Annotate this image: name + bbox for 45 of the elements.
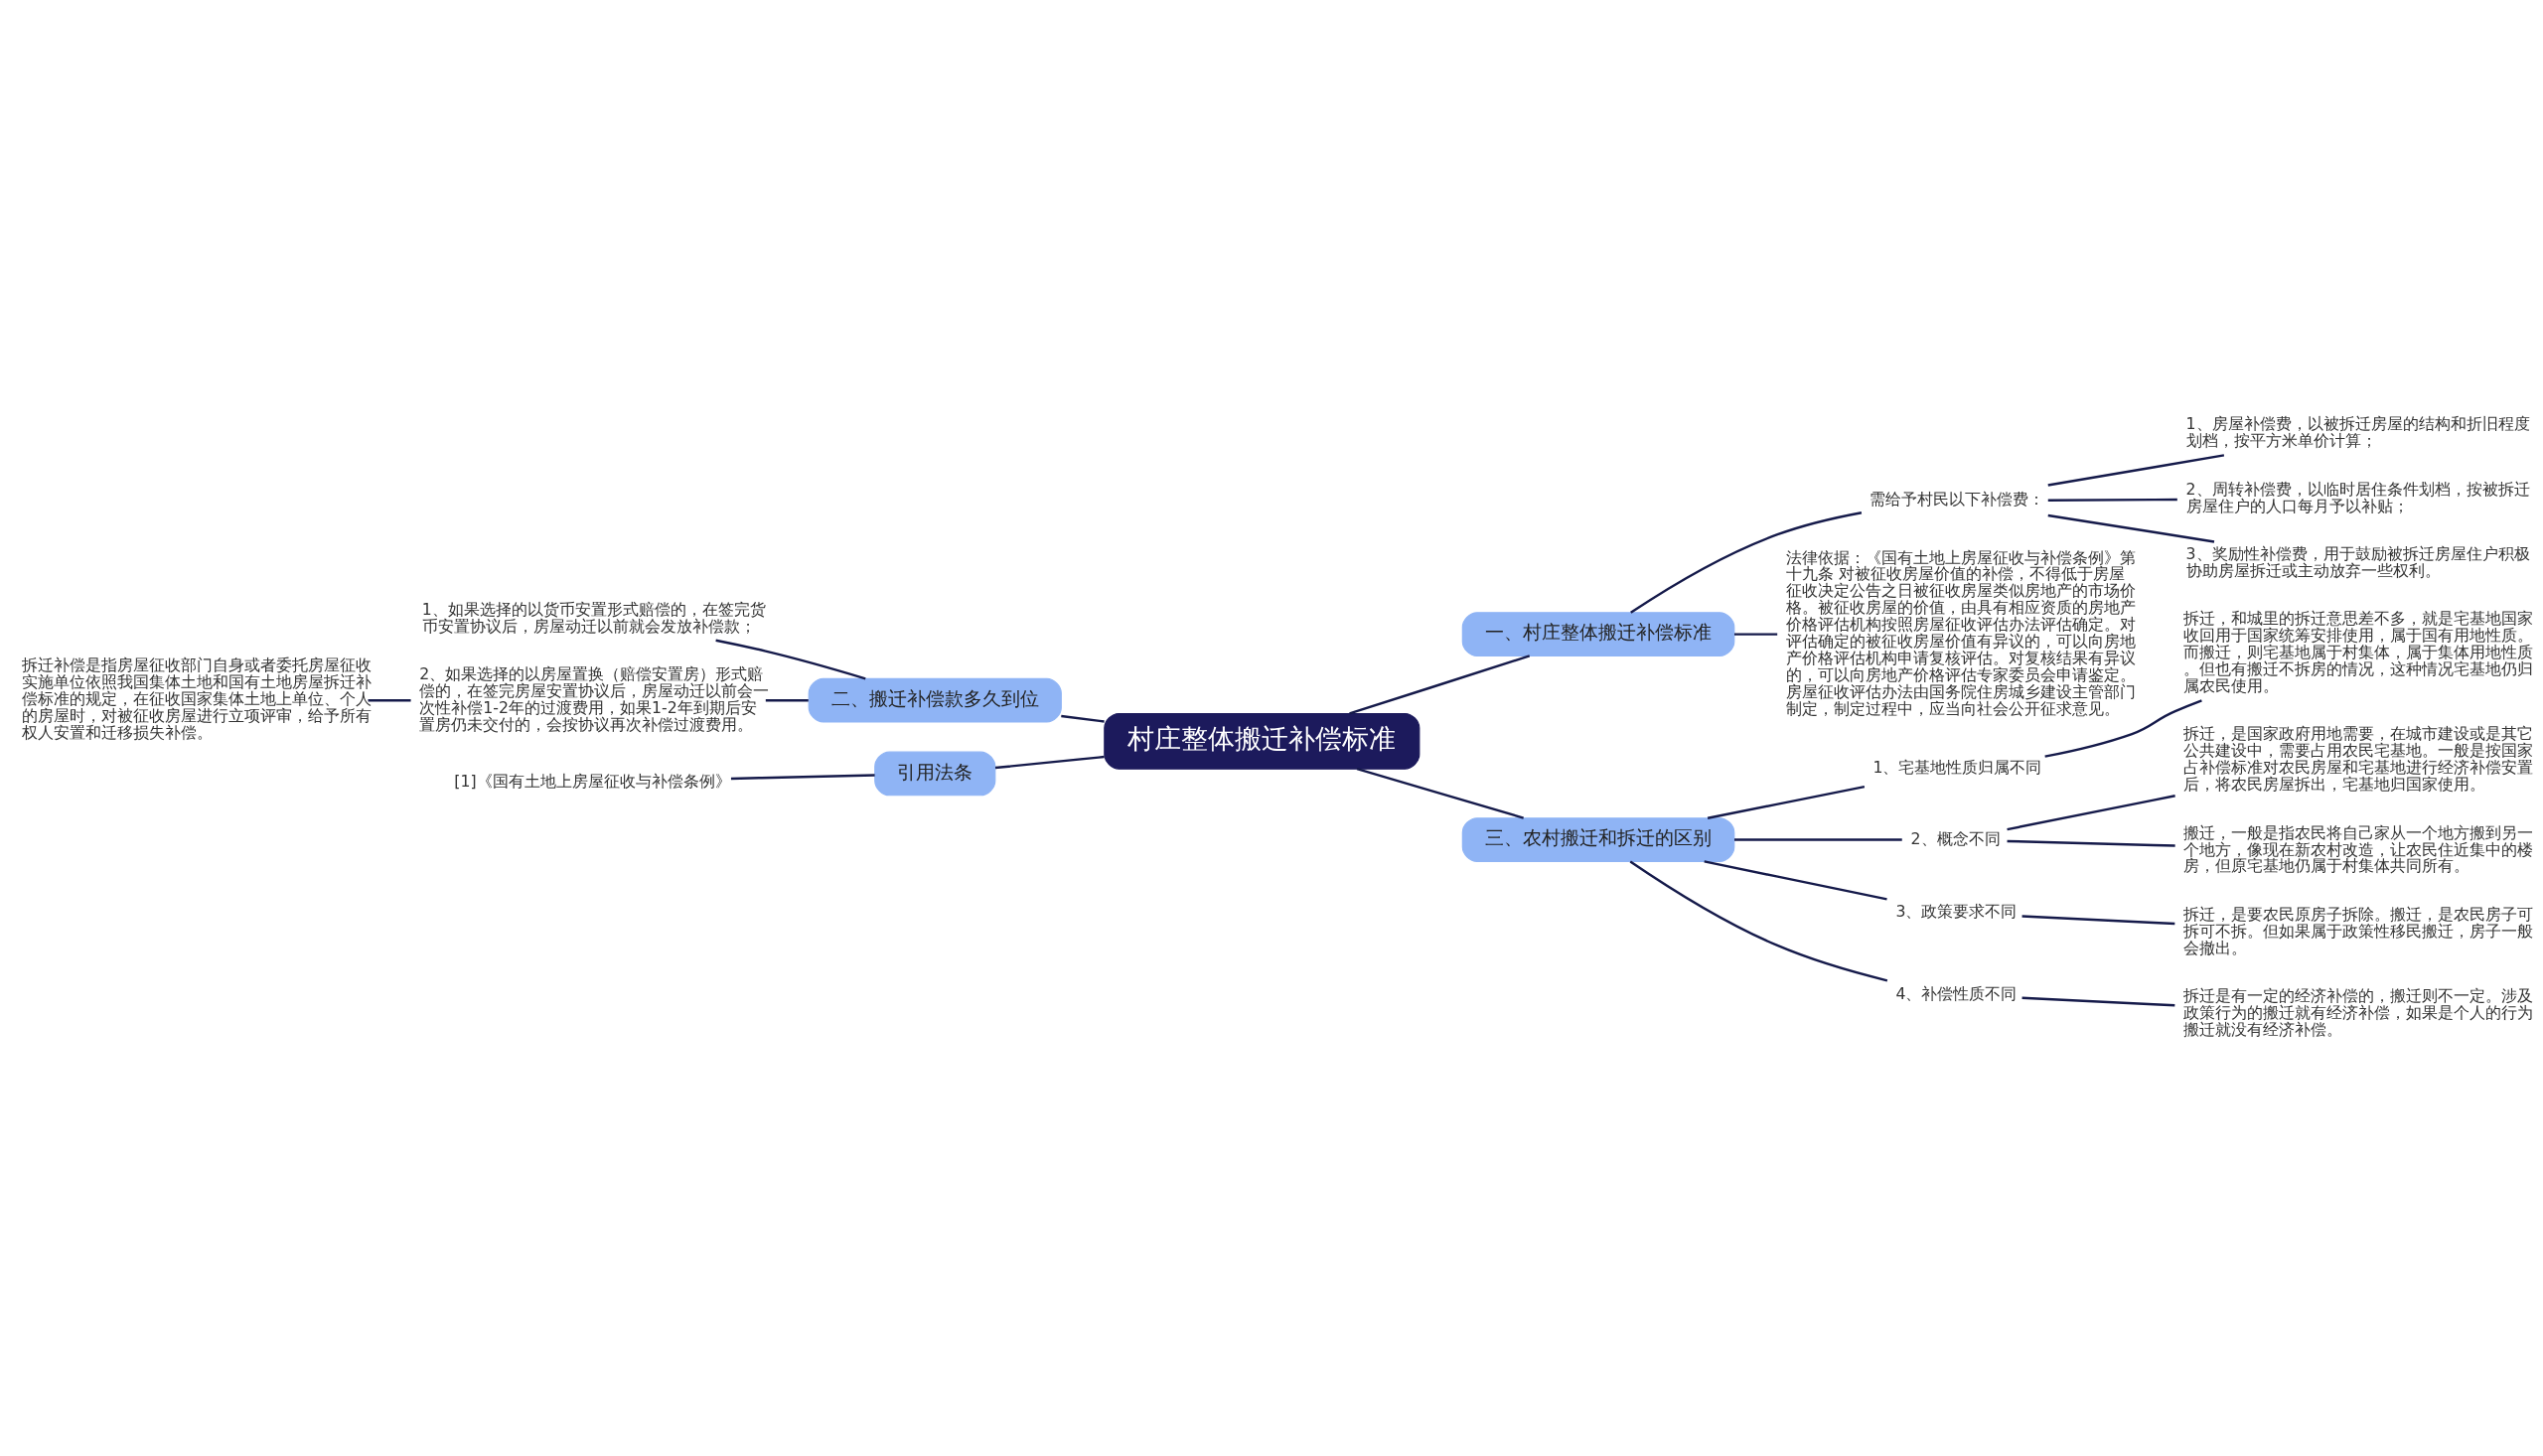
node-text: 2、如果选择的以房屋置换（赔偿安置房）形式赔偿的，在签完房屋安置协议后，房屋动迁以前会一次性补偿1-2年的过渡费用，如果1-2年到期后安置房仍未交付的，会按协议再次补偿过渡费用。 bbox=[419, 663, 770, 734]
node-box: 引用法条 bbox=[874, 751, 996, 797]
node-text: 法律依据：《国有土地上房屋征收与补偿条例》第十九条 对被征收房屋价值的补偿，不得低于房屋征收决定公告之日被征收房屋类似房地产的市场价格。被征收房屋的价值，由具有相应资质的房地产价格评估机构按照房屋征收评估办法评估确定。对评估确定的被征收房屋价值有异议的，可以向房地产价格评估机构申请复核评估。对复核结果有异议的，可以向房地产价格评估专家委员会申请鉴定。房屋征收评估办法由国务院住房城乡建设主管部门制定，制定过程中，应当向社会公开征求意见。 bbox=[1785, 547, 2136, 718]
connector bbox=[2007, 795, 2175, 831]
node-box: 村庄整体搬迁补偿标准 bbox=[1104, 712, 1421, 770]
node-text: 搬迁，一般是指农民将自己家从一个地方搬到另一个地方，像现在新农村改造，让农民住近集中的楼房，但原宅基地仍属于村集体共同所有。 bbox=[2183, 822, 2534, 876]
node-text: 拆迁是有一定的经济补偿的，搬迁则不一定。涉及政策行为的搬迁就有经济补偿，如果是个人的行为搬迁就没有经济补偿。 bbox=[2183, 986, 2534, 1039]
node-text: 3、奖励性补偿费，用于鼓励被拆迁房屋住户积极协助房屋拆迁或主动放弃一些权利。 bbox=[2185, 543, 2530, 580]
connector bbox=[1061, 714, 1105, 723]
connector bbox=[730, 774, 875, 781]
connector bbox=[2007, 839, 2175, 847]
connector bbox=[2047, 454, 2225, 487]
node-box: 三、农村搬迁和拆迁的区别 bbox=[1461, 817, 1735, 862]
connector bbox=[994, 755, 1105, 770]
connector bbox=[1704, 860, 1887, 901]
connector bbox=[1733, 633, 1778, 636]
node-box: 二、搬迁补偿款多久到位 bbox=[808, 677, 1062, 723]
connector bbox=[2047, 498, 2177, 502]
node-box: 一、村庄整体搬迁补偿标准 bbox=[1461, 612, 1735, 657]
node-text: 4、补偿性质不同 bbox=[1895, 983, 2018, 1003]
connector bbox=[1349, 655, 1531, 715]
connector bbox=[1707, 785, 1866, 819]
node-text: 2、周转补偿费，以临时居住条件划档，按被拆迁房屋住户的人口每月予以补贴； bbox=[2185, 479, 2530, 515]
connector bbox=[1733, 838, 1902, 841]
node-text: 拆迁，是国家政府用地需要，在城市建设或是其它公共建设中，需要占用农民宅基地。一般是按国家占补偿标准对农民房屋和宅基地进行经济补偿安置后，将农民房屋拆出，宅基地归国家使用。 bbox=[2183, 724, 2534, 795]
node-text: 拆迁，和城里的拆迁意思差不多，就是宅基地国家收回用于国家统筹安排使用，属于国有用地性质。而搬迁，则宅基地属于村集体，属于集体用地性质。但也有搬迁不拆房的情况，这种情况宅基地仍归属农民使用。 bbox=[2183, 609, 2534, 695]
node-text: 2、概念不同 bbox=[1910, 828, 2001, 848]
connector bbox=[765, 698, 809, 702]
connector bbox=[2044, 699, 2202, 758]
node-text: 1、宅基地性质归属不同 bbox=[1872, 758, 2042, 778]
node-text: 1、房屋补偿费，以被拆迁房屋的结构和折旧程度划档，按平方米单价计算； bbox=[2185, 414, 2530, 451]
connector bbox=[2021, 996, 2175, 1007]
connector bbox=[2021, 915, 2175, 926]
node-text: [1]《国有土地上房屋征收与补偿条例》 bbox=[454, 771, 731, 791]
connector bbox=[368, 698, 411, 702]
node-text: 1、如果选择的以货币安置形式赔偿的，在签完货币安置协议后，房屋动迁以前就会发放补偿款； bbox=[421, 599, 766, 636]
node-text: 3、政策要求不同 bbox=[1895, 902, 2018, 922]
connector bbox=[1356, 768, 1524, 819]
node-text: 拆迁补偿是指房屋征收部门自身或者委托房屋征收实施单位依照我国集体土地和国有土地房屋拆迁补偿标准的规定，在征收国家集体土地上单位、个人的房屋时，对被征收房屋进行立项评审，给予所有权人安置和迁移损失补偿。 bbox=[21, 655, 372, 743]
connector bbox=[2047, 513, 2215, 543]
node-text: 需给予村民以下补偿费： bbox=[1870, 490, 2045, 510]
connector bbox=[1630, 511, 1863, 614]
node-text: 拆迁，是要农民原房子拆除。搬迁，是农民房子可拆可不拆。但如果属于政策性移民搬迁，房子一般会撤出。 bbox=[2183, 904, 2534, 957]
connector bbox=[715, 639, 866, 680]
connector bbox=[1629, 860, 1888, 982]
